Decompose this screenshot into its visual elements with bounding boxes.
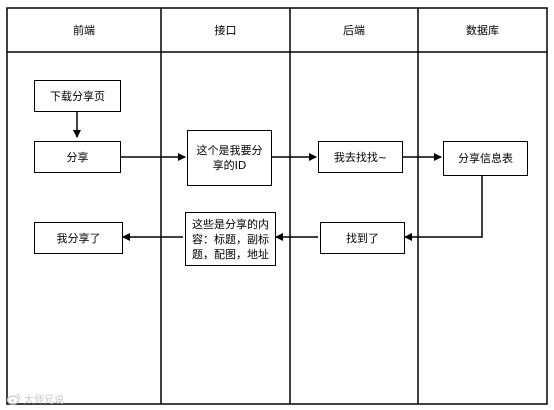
box-api-share-id: 这个是我要分 享的ID — [187, 130, 272, 186]
lane-header-backend: 后端 — [343, 24, 365, 37]
weibo-icon — [7, 393, 21, 405]
box-api-content: 这些是分享的内 容：标题，副标 题，配图，地址 — [185, 212, 276, 266]
lane-header-api: 接口 — [214, 24, 237, 37]
watermark: 大师兄说 — [7, 391, 64, 406]
box-share: 分享 — [34, 141, 121, 173]
box-backend-search: 我去找找~ — [318, 141, 403, 173]
outer-frame — [6, 7, 548, 405]
arrow-db-to-found — [404, 176, 483, 241]
lane-header-database: 数据库 — [466, 24, 499, 37]
box-share-info-table: 分享信息表 — [443, 141, 528, 176]
box-backend-found: 找到了 — [320, 222, 405, 254]
box-download-share-page: 下载分享页 — [34, 80, 121, 112]
watermark-text: 大师兄说 — [24, 395, 64, 406]
box-shared-done: 我分享了 — [34, 222, 123, 254]
lane-header-frontend: 前端 — [73, 24, 95, 37]
